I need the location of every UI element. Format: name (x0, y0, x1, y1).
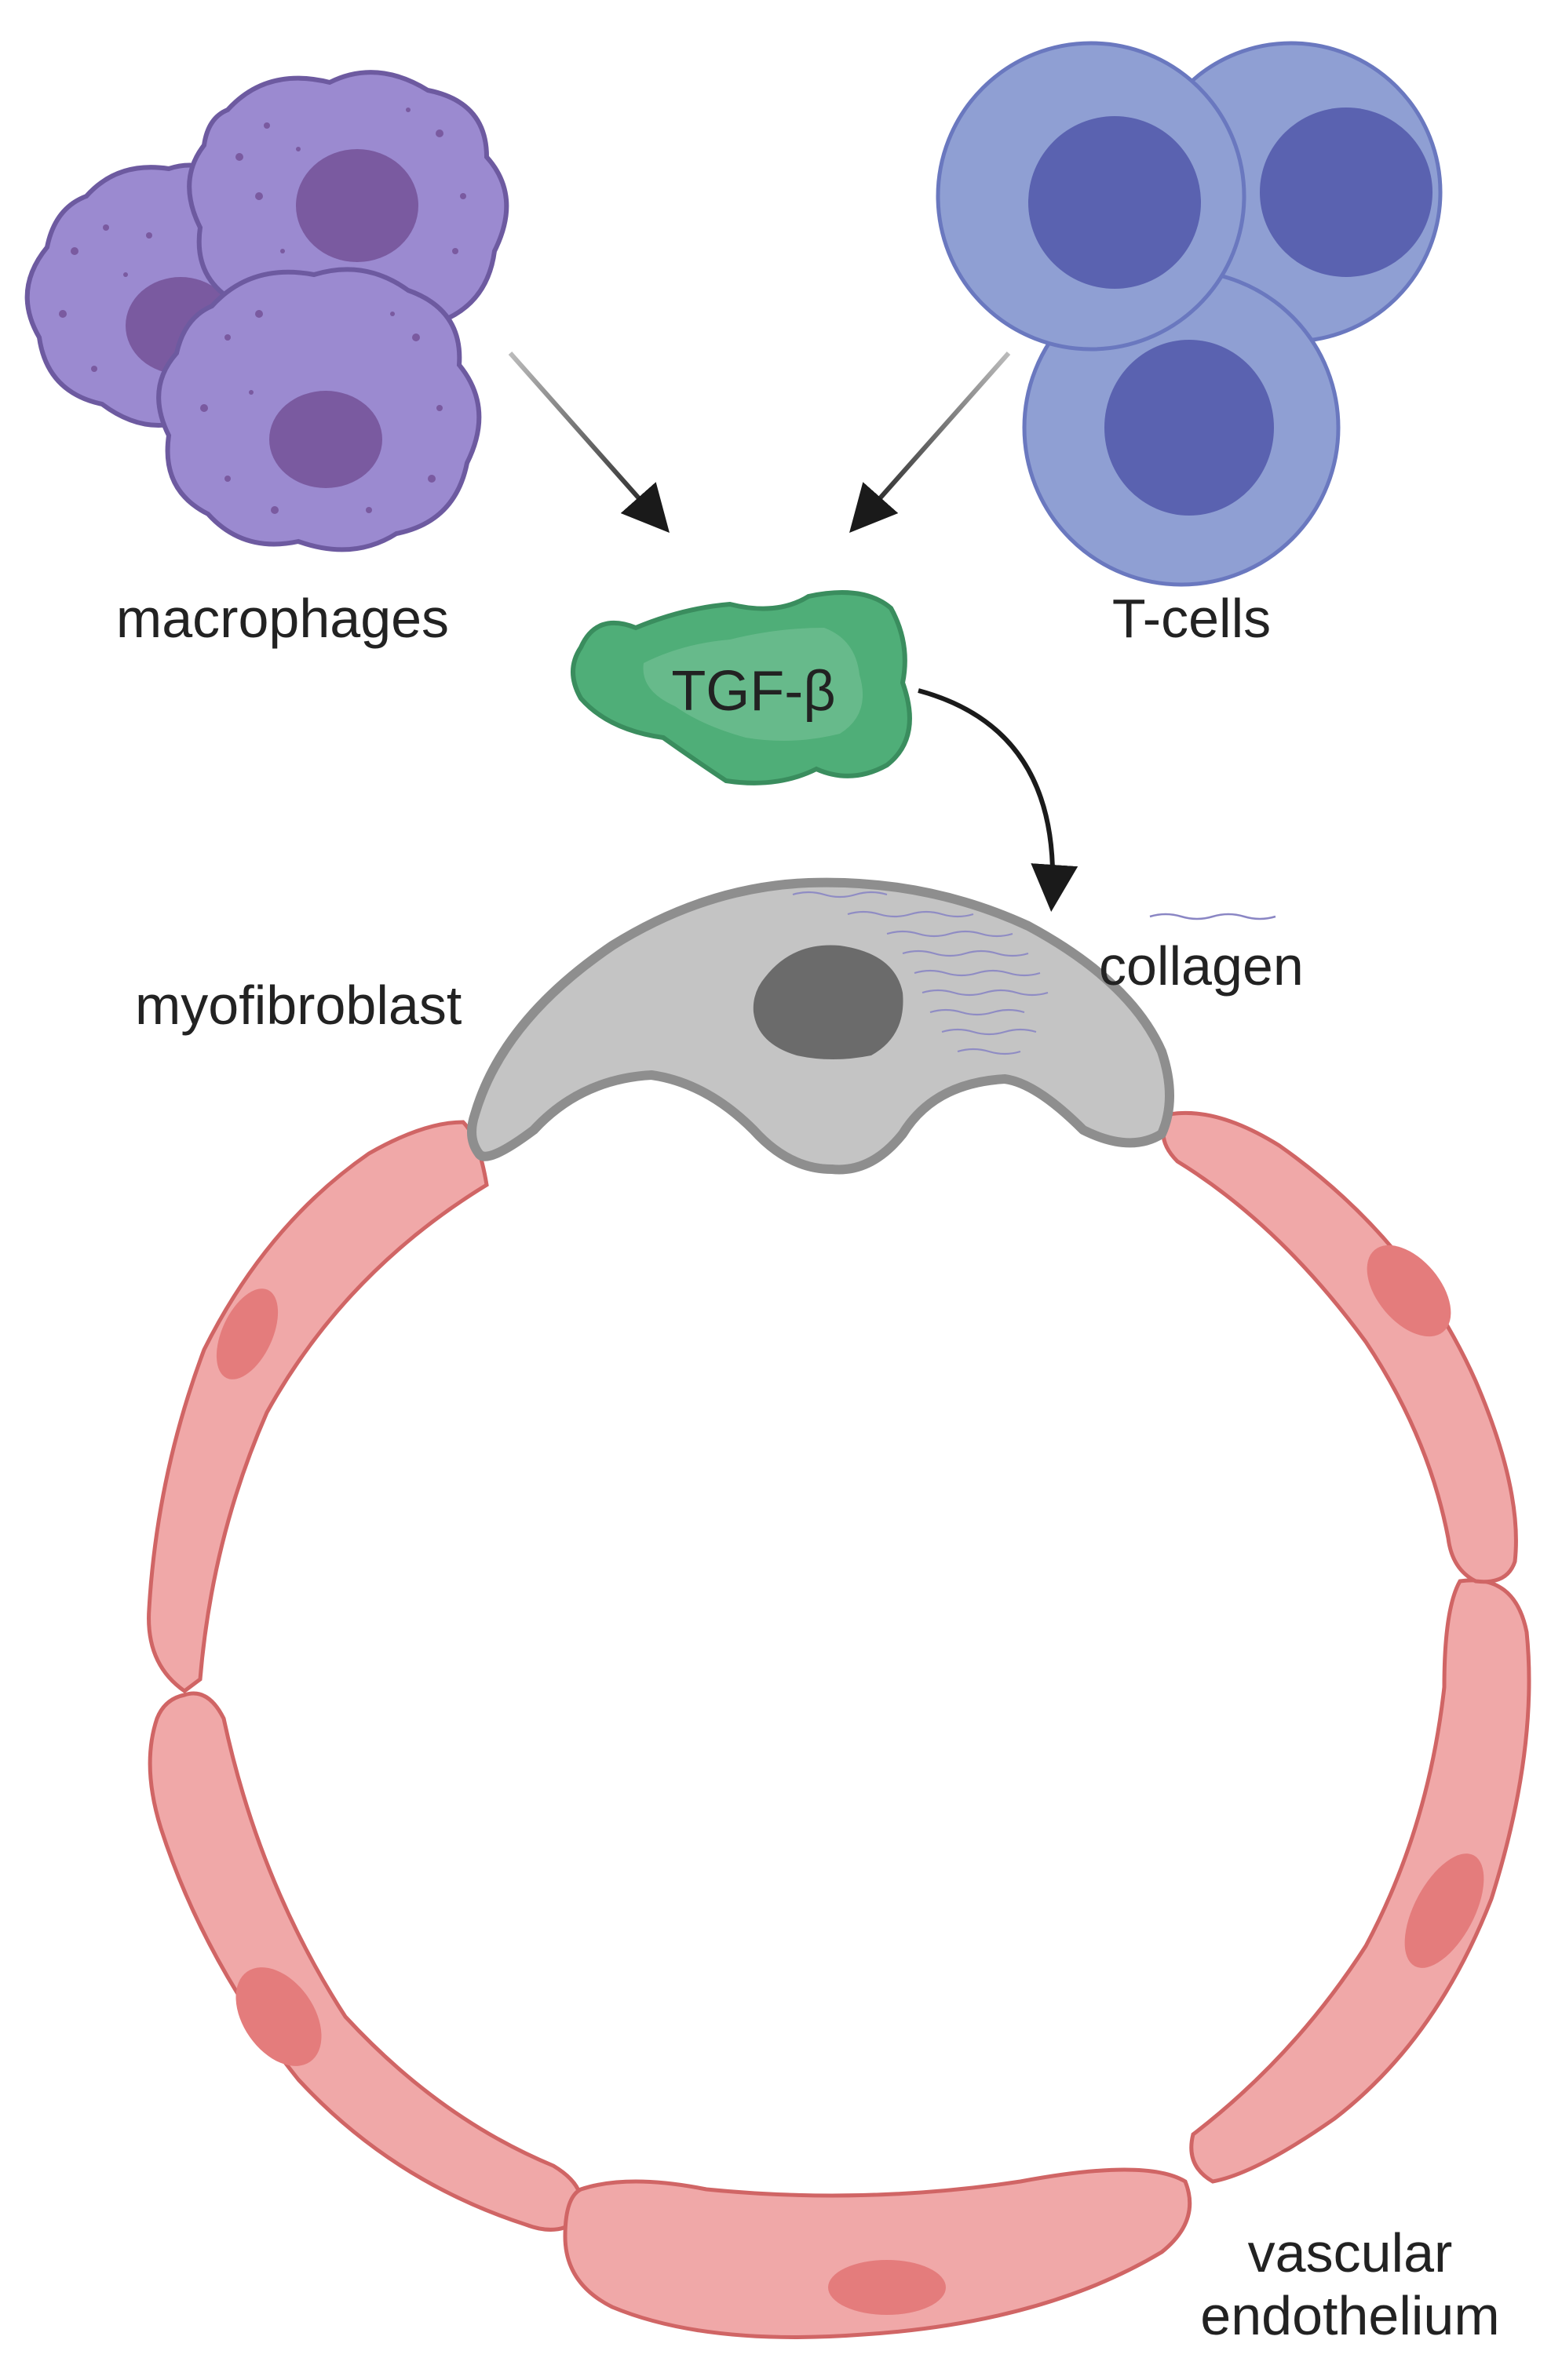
arrow-tcells-to-tgf (849, 352, 1011, 533)
endothelial-nucleus (828, 2260, 946, 2315)
macrophage-granules (59, 108, 466, 514)
endothelial-cell (563, 2167, 1192, 2339)
endothelium-label: endothelium (1200, 2285, 1499, 2346)
endothelial-nucleus (216, 1288, 279, 1380)
macrophage-nucleus (269, 391, 382, 488)
myofibroblast-nucleus (753, 945, 903, 1059)
endothelial-nucleus (1367, 1245, 1451, 1337)
endothelial-nucleus (1404, 1853, 1484, 1968)
endothelial-cell (147, 1120, 489, 1694)
macrophages-label: macrophages (116, 588, 449, 649)
vascular-label: vascular (1248, 2222, 1453, 2283)
endothelial-cell (1161, 1110, 1518, 1584)
collagen-legend-fiber (1149, 913, 1276, 920)
arrows (508, 352, 1078, 912)
tgf-beta-label: TGF-β (671, 660, 835, 723)
endothelial-nucleus (235, 1967, 322, 2066)
arrow-macrophages-to-tgf (508, 352, 670, 533)
tcell-nucleus (1260, 108, 1432, 277)
tcell-nucleus (1104, 340, 1274, 516)
collagen-label: collagen (1099, 935, 1304, 997)
endothelial-cell (1189, 1578, 1531, 2184)
myofibroblast-cell (467, 877, 1174, 1175)
tcells-label: T-cells (1112, 588, 1271, 649)
macrophage-nucleus (296, 149, 418, 262)
tcell-nucleus (1028, 116, 1201, 289)
tgf-beta-molecule (571, 590, 912, 785)
macrophage-cluster (24, 70, 509, 552)
myofibroblast-label: myofibroblast (135, 975, 462, 1036)
endothelial-cell (148, 1691, 584, 2232)
collagen-fibers (792, 891, 1049, 1055)
tcell-cluster (936, 41, 1443, 587)
macrophage-cell (156, 267, 482, 552)
arrow-tgf-to-myofibroblast (918, 688, 1078, 912)
vascular-endothelium (147, 1110, 1531, 2339)
t-cell (936, 41, 1246, 352)
